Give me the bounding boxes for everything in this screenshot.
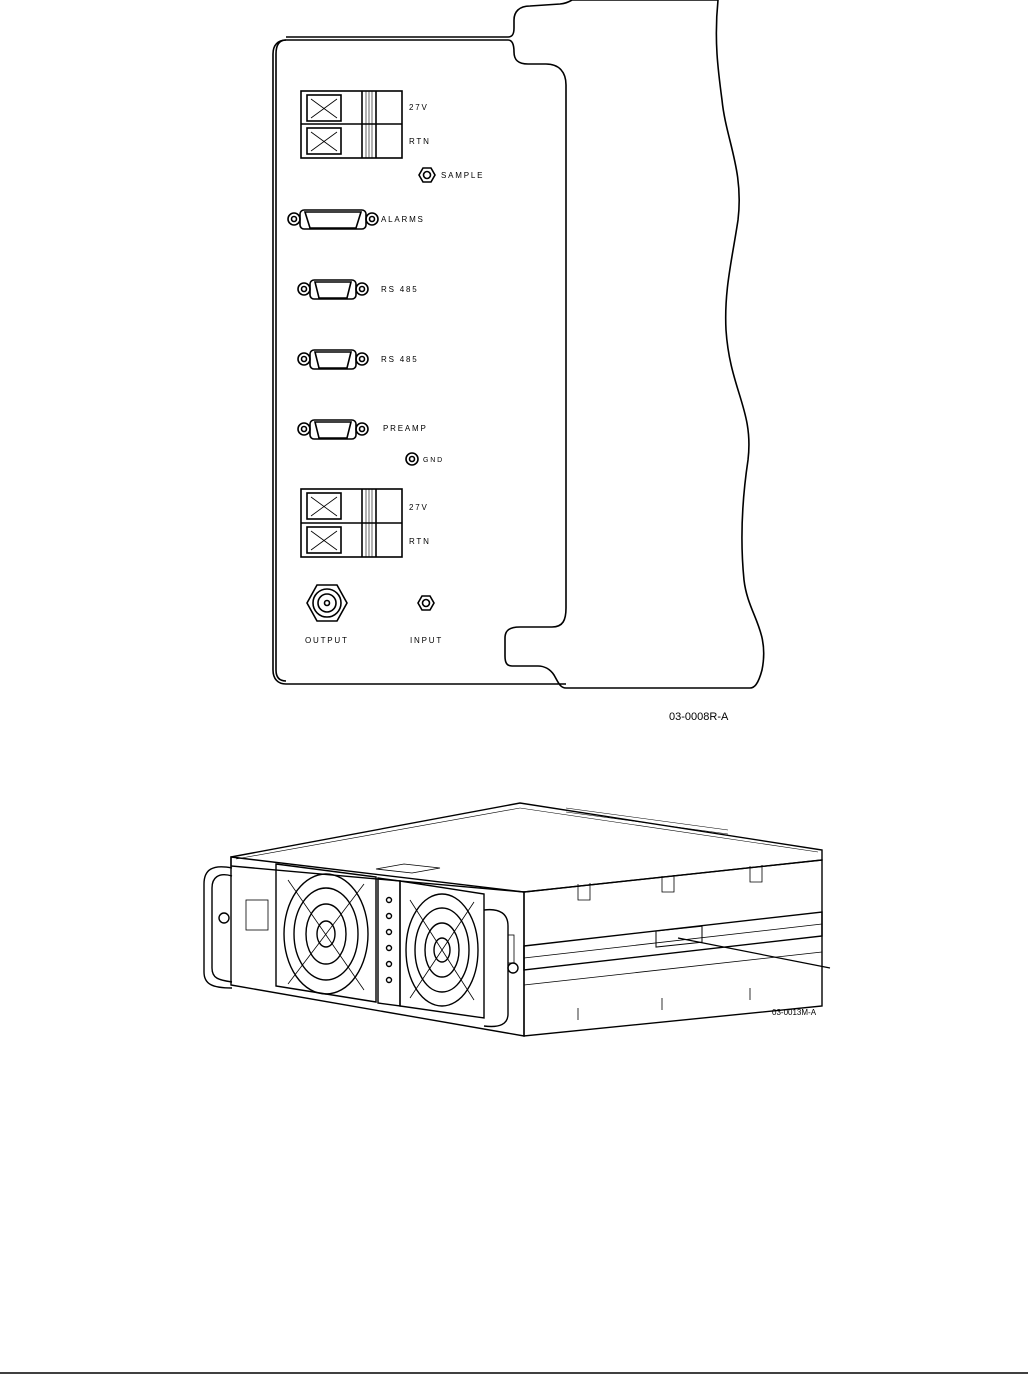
fan-left [276, 864, 376, 1002]
label-rs485-b: RS 485 [381, 355, 418, 364]
sample-connector [419, 168, 435, 182]
chassis-top-face [231, 803, 822, 892]
label-alarms: ALARMS [381, 215, 425, 224]
terminal-block-upper [301, 91, 402, 158]
panel-outline [273, 0, 764, 688]
output-n-connector [307, 585, 347, 621]
label-output: OUTPUT [305, 636, 349, 645]
rs485-b-db9-connector [298, 350, 368, 369]
right-handle [484, 910, 508, 1027]
indicator-strip [378, 878, 400, 1006]
gnd-stud [406, 453, 418, 465]
alarms-db15-connector [288, 210, 378, 229]
preamp-db9-connector [298, 420, 368, 439]
drawing-id-top: 03-0008R-A [669, 711, 729, 723]
label-27v-lower: 27V [409, 503, 429, 512]
label-sample: SAMPLE [441, 171, 484, 180]
label-rs485-a: RS 485 [381, 285, 418, 294]
terminal-block-lower [301, 489, 402, 557]
label-gnd: GND [423, 457, 444, 464]
label-rtn-upper: RTN [409, 137, 431, 146]
label-27v-upper: 27V [409, 103, 429, 112]
rs485-a-db9-connector [298, 280, 368, 299]
drawing-id-bottom: 03-0013M-A [772, 1008, 817, 1017]
input-sma-connector [418, 596, 434, 610]
label-input: INPUT [410, 636, 443, 645]
left-handle [204, 867, 232, 988]
label-preamp: PREAMP [383, 424, 428, 433]
amplifier-chassis-drawing [204, 803, 830, 1036]
label-rtn-lower: RTN [409, 537, 431, 546]
panel-inner-edge [276, 40, 286, 681]
connector-labels: 27V RTN SAMPLE ALARMS RS 485 RS 485 PREA… [305, 103, 484, 645]
fan-right [400, 881, 484, 1018]
connector-panel-drawing [273, 0, 764, 688]
